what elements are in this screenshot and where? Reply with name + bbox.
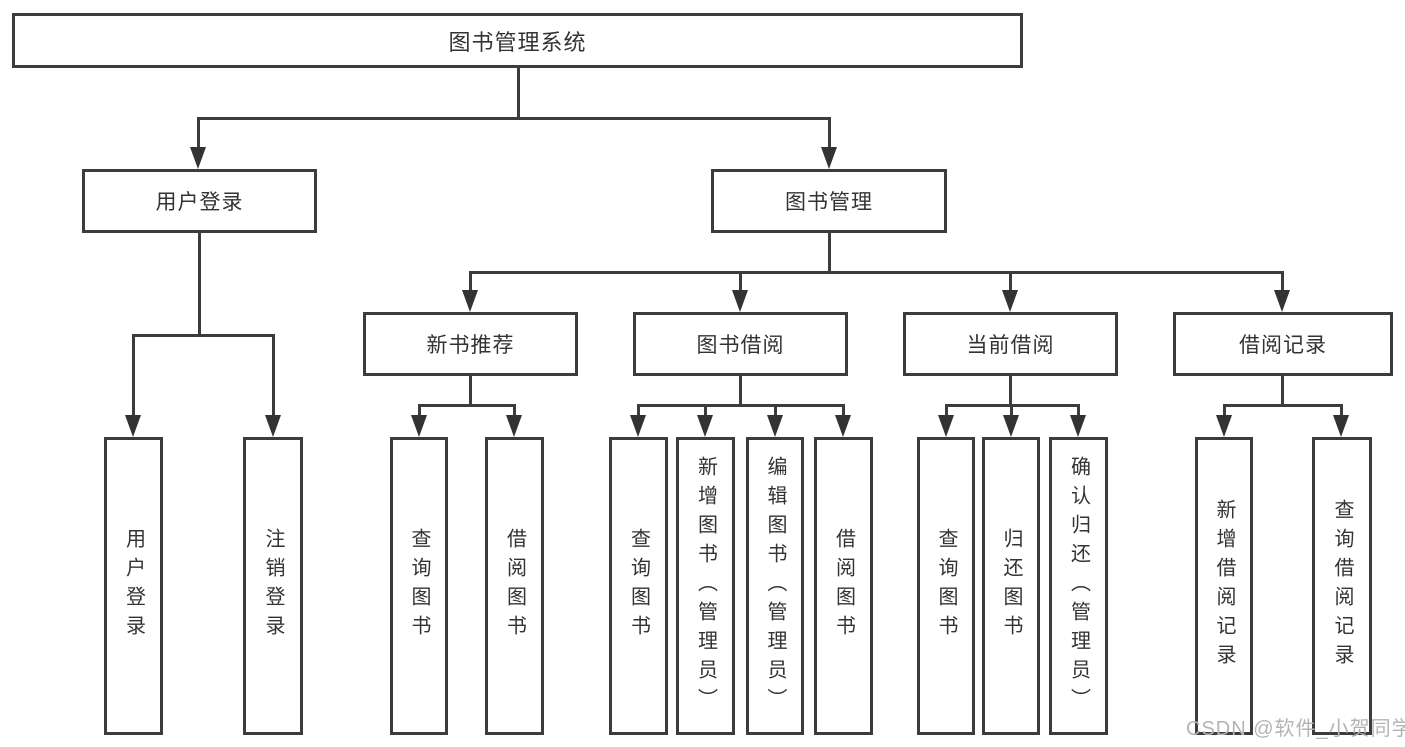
leaf-current-query-book-label: 查询图书 bbox=[935, 528, 957, 644]
connector-line bbox=[198, 117, 831, 120]
leaf-add-borrow-record: 新增借阅记录 bbox=[1195, 437, 1253, 735]
csdn-watermark: CSDN @软件_小贺同学 bbox=[1186, 718, 1405, 740]
leaf-recommend-borrow-book: 借阅图书 bbox=[485, 437, 544, 735]
connector-line bbox=[1281, 376, 1284, 407]
node-book-borrow: 图书借阅 bbox=[633, 312, 848, 376]
arrow-down-icon bbox=[1070, 415, 1086, 437]
node-current-borrow-label: 当前借阅 bbox=[966, 334, 1055, 357]
node-current-borrow: 当前借阅 bbox=[903, 312, 1118, 376]
node-borrow-records-label: 借阅记录 bbox=[1239, 334, 1327, 357]
leaf-borrow-book: 借阅图书 bbox=[814, 437, 873, 735]
leaf-confirm-return-admin: 确认归还（管理员） bbox=[1049, 437, 1108, 735]
connector-line bbox=[1223, 404, 1226, 418]
leaf-current-query-book: 查询图书 bbox=[917, 437, 975, 735]
leaf-query-borrow-record: 查询借阅记录 bbox=[1312, 437, 1372, 735]
arrow-down-icon bbox=[767, 415, 783, 437]
leaf-edit-book-admin: 编辑图书（管理员） bbox=[746, 437, 804, 735]
leaf-logout: 注销登录 bbox=[243, 437, 303, 735]
node-new-book-recommend-label: 新书推荐 bbox=[426, 334, 515, 357]
connector-line bbox=[739, 376, 742, 407]
node-new-book-recommend: 新书推荐 bbox=[363, 312, 578, 376]
arrow-down-icon bbox=[1216, 415, 1232, 437]
arrow-down-icon bbox=[190, 147, 206, 169]
leaf-borrow-query-book: 查询图书 bbox=[609, 437, 668, 735]
connector-line bbox=[418, 404, 515, 407]
node-user-login-label: 用户登录 bbox=[155, 191, 244, 214]
arrow-down-icon bbox=[835, 415, 851, 437]
arrow-down-icon bbox=[125, 415, 141, 437]
arrow-down-icon bbox=[506, 415, 522, 437]
leaf-query-borrow-record-label: 查询借阅记录 bbox=[1331, 499, 1353, 673]
leaf-add-borrow-record-label: 新增借阅记录 bbox=[1213, 499, 1235, 673]
arrow-down-icon bbox=[411, 415, 427, 437]
arrow-down-icon bbox=[1002, 290, 1018, 312]
connector-line bbox=[1281, 271, 1284, 293]
connector-line bbox=[774, 404, 777, 418]
connector-line bbox=[197, 117, 200, 151]
connector-line bbox=[469, 376, 472, 407]
arrow-down-icon bbox=[697, 415, 713, 437]
leaf-return-book-label: 归还图书 bbox=[1000, 528, 1022, 644]
node-root: 图书管理系统 bbox=[12, 13, 1023, 68]
arrow-down-icon bbox=[1333, 415, 1349, 437]
arrow-down-icon bbox=[1274, 290, 1290, 312]
arrow-down-icon bbox=[265, 415, 281, 437]
connector-line bbox=[828, 233, 831, 274]
connector-line bbox=[1223, 404, 1343, 407]
connector-line bbox=[418, 404, 421, 418]
leaf-user-login-label: 用户登录 bbox=[122, 528, 145, 644]
leaf-add-book-admin: 新增图书（管理员） bbox=[676, 437, 735, 735]
arrow-down-icon bbox=[1003, 415, 1019, 437]
leaf-borrow-book-label: 借阅图书 bbox=[832, 528, 855, 644]
leaf-confirm-return-admin-label: 确认归还（管理员） bbox=[1067, 455, 1090, 717]
leaf-edit-book-admin-label: 编辑图书（管理员） bbox=[764, 455, 786, 717]
connector-line bbox=[637, 404, 640, 418]
connector-line bbox=[945, 404, 948, 418]
node-borrow-records: 借阅记录 bbox=[1173, 312, 1393, 376]
arrow-down-icon bbox=[821, 147, 837, 169]
connector-line bbox=[469, 271, 1284, 274]
connector-line bbox=[1340, 404, 1343, 418]
leaf-return-book: 归还图书 bbox=[982, 437, 1040, 735]
connector-line bbox=[828, 117, 831, 151]
arrow-down-icon bbox=[630, 415, 646, 437]
arrow-down-icon bbox=[938, 415, 954, 437]
node-book-management-label: 图书管理 bbox=[785, 191, 873, 214]
connector-line bbox=[704, 404, 707, 418]
connector-line bbox=[513, 404, 516, 418]
leaf-recommend-query-book-label: 查询图书 bbox=[408, 528, 430, 644]
leaf-user-login: 用户登录 bbox=[104, 437, 163, 735]
connector-line bbox=[1009, 376, 1012, 407]
node-book-management: 图书管理 bbox=[711, 169, 947, 233]
connector-line bbox=[132, 334, 275, 337]
connector-line bbox=[272, 334, 275, 419]
connector-line bbox=[739, 271, 742, 293]
connector-line bbox=[132, 334, 135, 419]
connector-line bbox=[1010, 404, 1013, 418]
connector-line bbox=[198, 233, 201, 337]
arrow-down-icon bbox=[462, 290, 478, 312]
connector-line bbox=[637, 404, 845, 407]
leaf-recommend-query-book: 查询图书 bbox=[390, 437, 448, 735]
arrow-down-icon bbox=[732, 290, 748, 312]
connector-line bbox=[517, 68, 520, 119]
node-user-login: 用户登录 bbox=[82, 169, 317, 233]
node-book-borrow-label: 图书借阅 bbox=[696, 334, 785, 357]
connector-line bbox=[842, 404, 845, 418]
leaf-add-book-admin-label: 新增图书（管理员） bbox=[694, 455, 717, 717]
connector-line bbox=[1077, 404, 1080, 418]
leaf-borrow-query-book-label: 查询图书 bbox=[627, 528, 650, 644]
node-root-label: 图书管理系统 bbox=[448, 29, 587, 55]
connector-line bbox=[1009, 271, 1012, 293]
leaf-logout-label: 注销登录 bbox=[262, 528, 284, 644]
connector-line bbox=[469, 271, 472, 293]
leaf-recommend-borrow-book-label: 借阅图书 bbox=[503, 528, 526, 644]
